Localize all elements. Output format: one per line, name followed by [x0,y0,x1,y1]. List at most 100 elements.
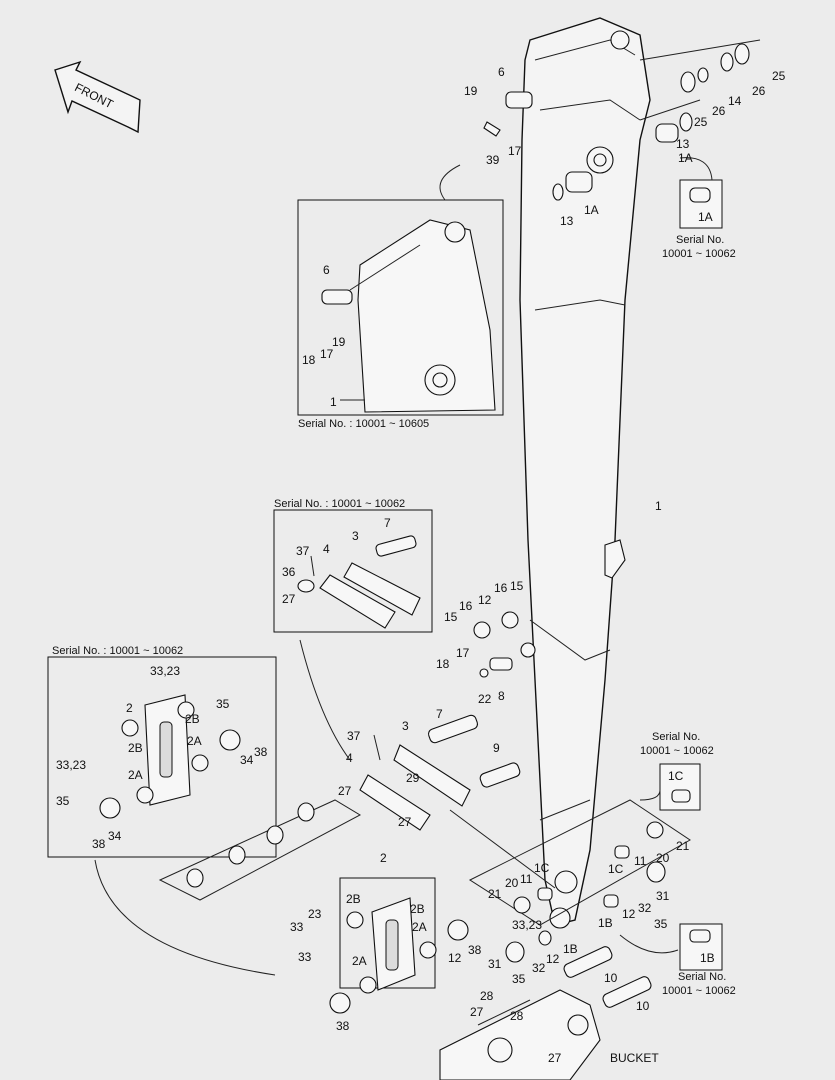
callout: 19 [464,84,478,98]
callout: 23 [308,907,322,921]
callout: 14 [728,94,742,108]
detail-box-links [273,509,433,633]
serial-note-1B-line1: Serial No. [678,971,726,983]
callout: 7 [384,516,391,530]
callout-labels: 1 1 1A 1A 1B 1B 1C 1C 2 2 2A 2A 2A 2A 2B… [56,65,786,1065]
callout: 2 [126,701,133,715]
callout: 2B [410,902,425,916]
serial-note-top-detail: Serial No. : 10001 ~ 10605 [298,418,429,430]
serial-note-1A-line2: 10001 ~ 10062 [662,248,736,260]
callout: 2B [128,741,143,755]
callout: 1A [678,151,693,165]
callout: 2A [412,920,427,934]
badge-1B: 1B [679,923,723,971]
serial-note-left-detail: Serial No. : 10001 ~ 10062 [52,645,183,657]
callout: 2A [187,734,202,748]
callout: 16 [459,599,473,613]
callout: 2B [346,892,361,906]
callout: 35 [216,697,230,711]
callout: 7 [436,707,443,721]
callout: 19 [332,335,346,349]
callout: 31 [656,889,670,903]
boom-side-pins [473,611,519,678]
callout: 25 [772,69,786,83]
callout: 1 [330,395,337,409]
callout: 17 [320,347,334,361]
callout: 38 [254,745,268,759]
callout: 32 [532,961,546,975]
callout: 1A [584,203,599,217]
callout: 2B [185,712,200,726]
callout: 21 [676,839,690,853]
callout: 18 [302,353,316,367]
callout: 34 [240,753,254,767]
callout: 1B [563,942,578,956]
callout: 27 [398,815,412,829]
callout: 1 [655,499,662,513]
callout: 29 [406,771,420,785]
callout: 27 [548,1051,562,1065]
front-arrow-icon: FRONT [54,60,141,134]
badge-1C: 1C [659,763,701,811]
callout: 28 [480,989,494,1003]
callout: 10 [604,971,618,985]
callout: 26 [752,84,766,98]
callout: 16 [494,581,508,595]
callout: 33 [290,920,304,934]
serial-note-1C-line2: 10001 ~ 10062 [640,745,714,757]
serial-note-link-detail: Serial No. : 10001 ~ 10062 [274,498,405,510]
boom-main [519,17,651,929]
callout: 33,23 [150,664,180,678]
callout: 33,23 [512,918,542,932]
detail-box-left [47,656,277,858]
callout: 27 [470,1005,484,1019]
callout: 2A [128,768,143,782]
bucket-pins [468,799,691,1008]
callout: 27 [338,784,352,798]
seal-strip [158,799,362,901]
callout: 12 [478,593,492,607]
serial-note-1B-line2: 10001 ~ 10062 [662,985,736,997]
callout: 1C [534,861,550,875]
callout: 38 [336,1019,350,1033]
callout: 6 [323,263,330,277]
callout: 10 [636,999,650,1013]
callout: 31 [488,957,502,971]
callout: 4 [346,751,353,765]
callout: 22 [478,692,492,706]
callout: 35 [654,917,668,931]
detail-box-top [297,199,504,416]
callout: 37 [296,544,310,558]
callout: 12 [622,907,636,921]
serial-note-1C-line1: Serial No. [652,731,700,743]
callout: 26 [712,104,726,118]
callout: 36 [282,565,296,579]
callout: 11 [634,854,647,868]
callout: 3 [402,719,409,733]
callout: 20 [505,876,519,890]
callout: 3 [352,529,359,543]
callout: 28 [510,1009,524,1023]
callout: 27 [282,592,296,606]
callout: 15 [510,579,524,593]
callout: 6 [498,65,505,79]
badge-1A-label: 1A [698,210,713,224]
badge-1B-label: 1B [700,951,715,965]
main-links [359,714,556,889]
callout: 13 [560,214,574,228]
callout: 11 [520,872,533,886]
callout: 33 [298,950,312,964]
callout: 34 [108,829,122,843]
callout: 17 [508,144,522,158]
callout: 25 [694,115,708,129]
callout: 37 [347,729,361,743]
link-assembly-2 [329,877,469,1014]
badge-1A: 1A [679,179,723,229]
callout: 15 [444,610,458,624]
bucket-label: BUCKET [610,1051,659,1065]
callout: 2A [352,954,367,968]
callout: 17 [456,646,470,660]
callout: 38 [468,943,482,957]
callout: 39 [486,153,500,167]
